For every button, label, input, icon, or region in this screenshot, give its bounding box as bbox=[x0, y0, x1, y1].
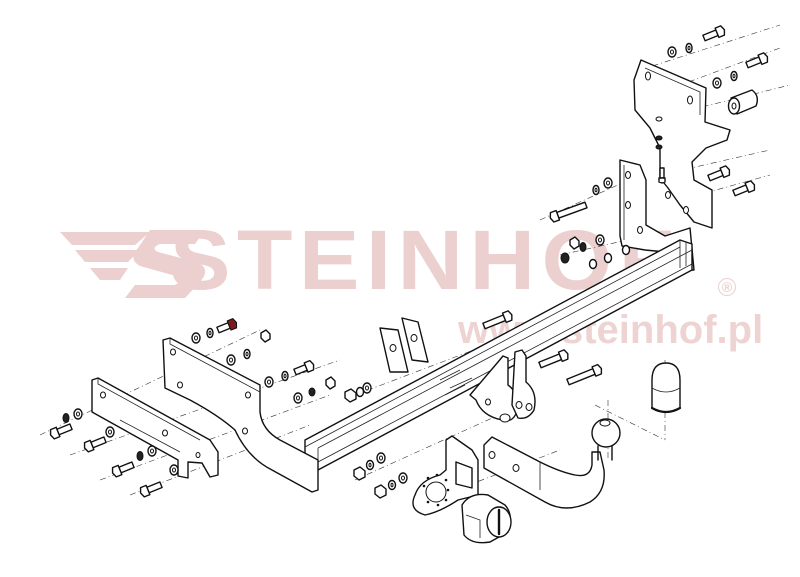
bolt-icon bbox=[83, 436, 107, 453]
bolt-icon bbox=[49, 423, 73, 440]
tow-ball-arm bbox=[483, 418, 621, 509]
bolt-icon bbox=[707, 165, 731, 182]
upper-right-bracket bbox=[633, 59, 731, 229]
bolt-icon bbox=[658, 167, 666, 184]
spacer-sleeve bbox=[727, 89, 759, 115]
bolts bbox=[49, 25, 769, 498]
washers bbox=[62, 42, 738, 491]
bolt-icon bbox=[216, 318, 238, 334]
center-clamp-plates bbox=[379, 317, 429, 373]
bolt-icon bbox=[745, 52, 769, 69]
ball-neck-mount bbox=[439, 349, 536, 423]
tow-ball-cap bbox=[650, 362, 682, 414]
left-channel-bracket bbox=[91, 377, 219, 479]
socket-plate bbox=[412, 435, 479, 516]
electrical-socket bbox=[461, 493, 512, 544]
main-crossbar bbox=[304, 239, 693, 471]
watermark-logo-swoosh bbox=[60, 230, 206, 298]
bolt-icon bbox=[538, 349, 569, 369]
bolt-icon bbox=[702, 25, 726, 42]
bolt-icon bbox=[293, 359, 315, 376]
bolt-icon bbox=[549, 201, 588, 223]
left-side-plate bbox=[162, 337, 319, 493]
bolt-icon bbox=[139, 481, 163, 498]
bolt-icon bbox=[566, 363, 603, 386]
bolt-icon bbox=[111, 461, 135, 478]
watermark-registered-mark: ® bbox=[718, 278, 736, 296]
bolt-icon bbox=[482, 310, 513, 330]
nuts bbox=[260, 236, 580, 499]
bolt-icon bbox=[732, 180, 756, 197]
